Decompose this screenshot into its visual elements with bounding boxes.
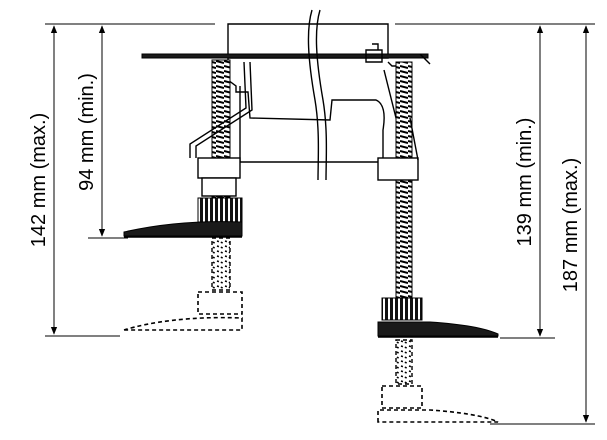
left-max-dimension-label: 142 mm (max.)	[28, 113, 50, 247]
reference-lines	[45, 23, 595, 425]
right-max-dimension-label: 187 mm (max.)	[560, 158, 582, 292]
dimension-arrows	[50, 25, 590, 423]
left-min-dimension-label: 94 mm (min.)	[76, 73, 98, 191]
right-min-dimension-label: 139 mm (min.)	[514, 118, 536, 247]
appliance-body	[141, 9, 431, 181]
right-foot-assembly	[365, 43, 499, 423]
left-foot-assembly	[123, 59, 253, 331]
